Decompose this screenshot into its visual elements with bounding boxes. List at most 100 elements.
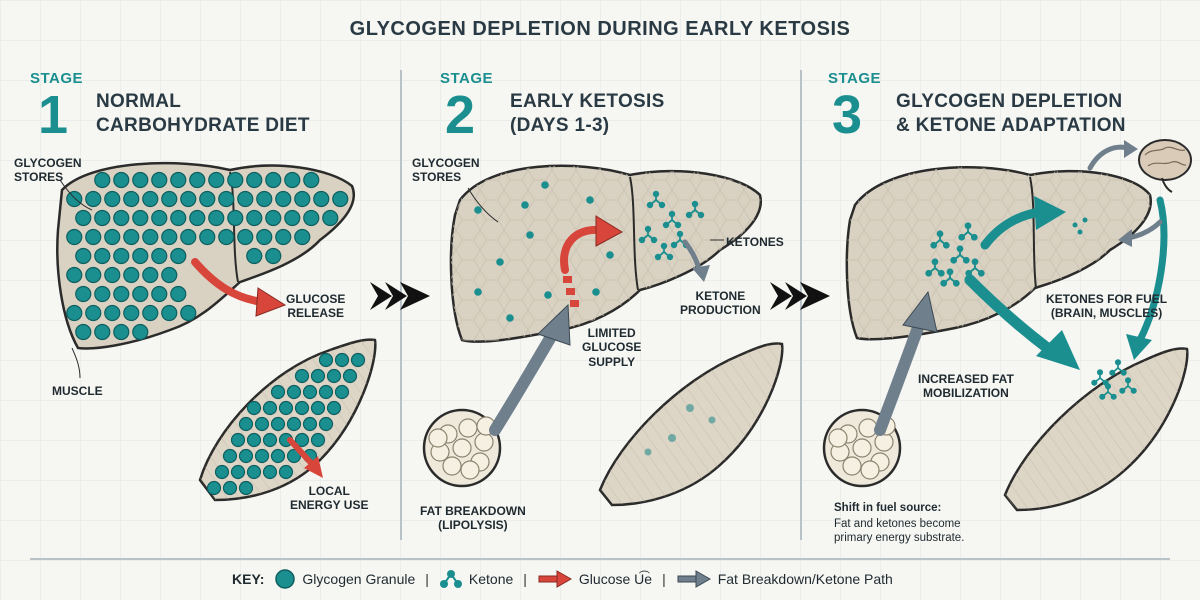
stage-2-title-line2: (DAYS 1-3) [510, 114, 610, 136]
ketone-atom [685, 211, 693, 219]
ketone-atom [950, 256, 958, 264]
ketone-atom [937, 269, 945, 277]
glycogen-granule [123, 266, 140, 284]
stage-1-label: STAGE [30, 70, 84, 87]
stage-3-brain-in-arrow [1087, 144, 1131, 171]
glycogen-granule [75, 209, 92, 227]
glycogen-granule [94, 209, 111, 227]
glycogen-granule [256, 190, 273, 208]
glycogen-granule [270, 416, 286, 432]
ketone-atom [1096, 369, 1104, 376]
glycogen-granule [265, 171, 282, 189]
glycogen-granule [66, 266, 83, 284]
ketone-atom [1114, 359, 1122, 366]
glycogen-granule [284, 171, 301, 189]
ketone-atom [1099, 393, 1106, 400]
glycogen-granule [123, 304, 140, 322]
ketone-atom [658, 201, 666, 209]
glycogen-granule [104, 304, 121, 322]
glycogen-granule [161, 190, 178, 208]
glycogen-granule [254, 416, 270, 432]
glycogen-granule [592, 288, 600, 296]
glycogen-granule [294, 190, 311, 208]
stage-1-local-line2: ENERGY USE [290, 498, 369, 513]
ketone-atom [958, 233, 966, 241]
glycogen-granule [334, 352, 350, 368]
stage-1-title-line2: CARBOHYDRATE DIET [96, 114, 310, 136]
ketone-atom [942, 241, 950, 249]
stage-2-ketone-production-label: KETONE PRODUCTION [680, 289, 761, 318]
stage-3-ketones-fuel-line2: (BRAIN, MUSCLES) [1050, 306, 1163, 321]
glycogen-granule [270, 448, 286, 464]
glycogen-granule [294, 368, 310, 384]
glycogen-granule [318, 384, 334, 400]
glycogen-granule [218, 228, 235, 246]
stage-2-glycogen-line2: STORES [412, 170, 462, 185]
glycogen-granule [104, 266, 121, 284]
glycogen-granule [227, 209, 244, 227]
ketone-atom [964, 222, 972, 230]
glycogen-granule [544, 291, 552, 299]
glycogen-granule [275, 190, 292, 208]
glycogen-granule [237, 228, 254, 246]
fat-cell [874, 432, 894, 452]
glycogen-granule [113, 323, 130, 341]
stage-2-fat-line1: FAT BREAKDOWN [420, 504, 526, 518]
glycogen-granule [334, 384, 350, 400]
stage-2-limited-glucose-arrowhead [595, 215, 624, 247]
ketone-atom [930, 241, 938, 249]
stage-2-ketone-cluster [638, 190, 705, 261]
stage-3-muscle-ketones [1091, 359, 1137, 400]
glycogen-granule [303, 209, 320, 227]
stage-3-title-line1: GLYCOGEN DEPLETION [896, 91, 1123, 112]
glycogen-granule [123, 228, 140, 246]
glycogen-granule [113, 171, 130, 189]
glycogen-granule [142, 228, 159, 246]
glycogen-granule [286, 384, 302, 400]
legend-item-ketone: Ketone [439, 568, 513, 590]
key-divider [30, 558, 1170, 560]
glycogen-granule [113, 285, 130, 303]
glycogen-granule [506, 314, 514, 322]
glycogen-granule [303, 171, 320, 189]
glycogen-granule [322, 209, 339, 227]
ketone-atom [697, 211, 705, 219]
stage-1-glucose-release-arrow [191, 258, 266, 306]
ketone-atom [956, 245, 964, 253]
glycogen-granule [606, 251, 614, 259]
glycogen-granule [94, 247, 111, 265]
glycogen-granule [85, 304, 102, 322]
stage-3-ketone-to-liver-arrowhead [1034, 196, 1066, 230]
ketone-atom [638, 236, 646, 244]
stage-3-fat-mobilization-arrow [874, 316, 926, 436]
glycogen-granule [294, 432, 310, 448]
glycogen-granule [75, 285, 92, 303]
glycogen-granule [302, 416, 318, 432]
glycogen-granule [294, 228, 311, 246]
glycogen-granule [246, 209, 263, 227]
legend-title: KEY: [232, 571, 265, 587]
stage-3-fat-mobilization-arrowhead [902, 290, 938, 333]
glycogen-granule [85, 266, 102, 284]
glycogen-granule [208, 209, 225, 227]
glycogen-granule [238, 416, 254, 432]
stage-3-muscle [1003, 347, 1189, 512]
stage-2-label: STAGE [440, 70, 494, 87]
stage-2-dashed-glucose-tail [563, 276, 579, 307]
glycogen-granule [227, 171, 244, 189]
glycogen-granule [132, 247, 149, 265]
stage-2-ketones-label: KETONES [726, 235, 784, 249]
glycogen-granule [265, 247, 282, 265]
ketone-atom [652, 190, 660, 198]
glycogen-granule [222, 480, 238, 496]
ketone-icon [439, 570, 462, 588]
stage-2-limited-glucose-arrow [560, 225, 604, 274]
legend-separator: | [425, 571, 429, 587]
transition-chevrons-2 [770, 282, 830, 310]
stage-1-glycogen-pointer [59, 179, 93, 211]
glycogen-granule [310, 368, 326, 384]
page-title: GLYCOGEN DEPLETION DURING EARLY KETOSIS [349, 18, 851, 40]
glycogen-granule [474, 288, 482, 296]
glycogen-granule [66, 190, 83, 208]
stage-3-ketone-to-muscle-arrow [964, 274, 1056, 356]
